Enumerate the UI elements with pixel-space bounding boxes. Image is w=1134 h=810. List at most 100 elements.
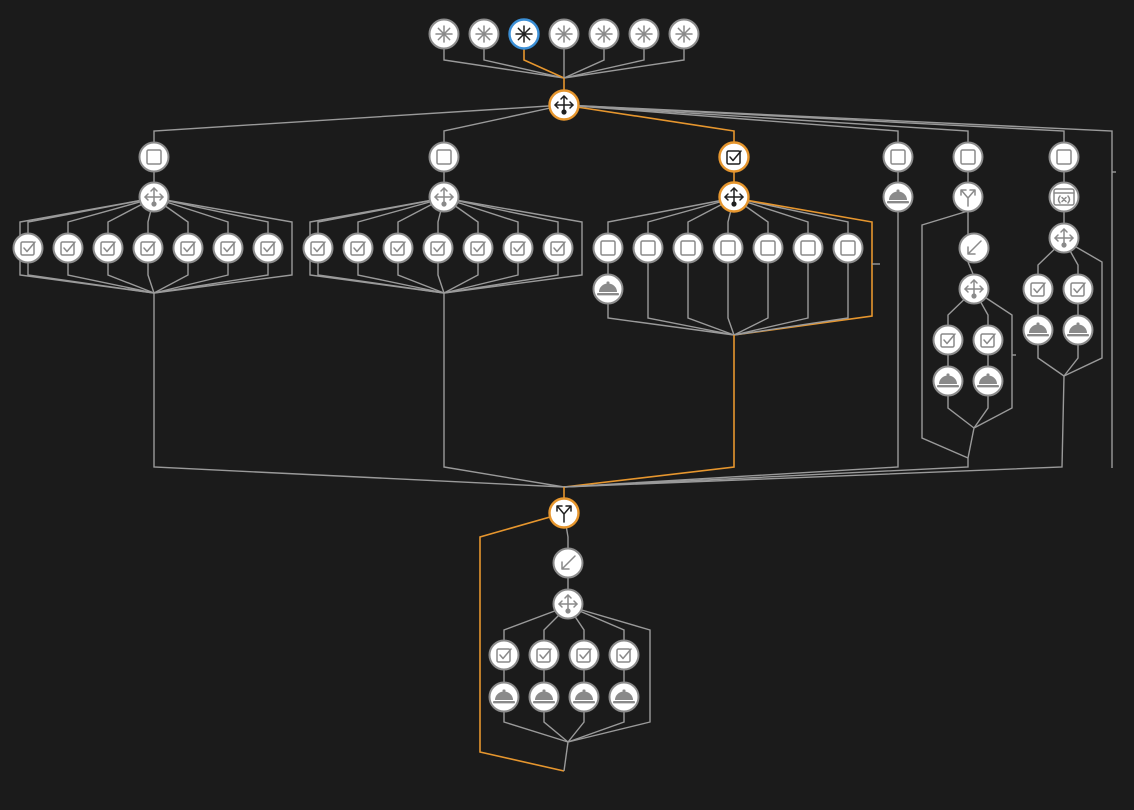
checkbox-node-16[interactable] [12,232,44,264]
checkbox-icon [1070,282,1086,297]
checkbox-node-50[interactable] [1022,273,1054,305]
cloche-node-62[interactable] [528,681,560,713]
square-node-12[interactable] [882,141,914,173]
node-circle [138,141,170,173]
square-node-13[interactable] [952,141,984,173]
move-arrows-node-23[interactable] [428,181,460,213]
checkbox-node-51[interactable] [1062,273,1094,305]
checkbox-node-17[interactable] [52,232,84,264]
cloche-node-39[interactable] [592,273,624,305]
connector-55 [687,197,735,234]
connector-1 [443,48,565,79]
checkbox-node-60[interactable] [608,639,640,671]
move-arrows-node-8[interactable] [548,89,580,121]
checkbox-icon [100,241,116,256]
cloche-icon [533,689,555,704]
node-circle [752,232,784,264]
checkbox-icon [980,333,996,348]
cloche-node-52[interactable] [1022,314,1054,346]
split-arrows-node-41[interactable] [952,181,984,213]
square-node-35[interactable] [712,232,744,264]
connector-58 [733,197,809,234]
checkbox-node-29[interactable] [502,232,534,264]
checkbox-node-28[interactable] [462,232,494,264]
move-arrows-icon [964,279,984,299]
connector-53 [607,197,735,234]
checkbox-icon [470,241,486,256]
checkbox-node-25[interactable] [342,232,374,264]
move-arrows-node-56[interactable] [552,588,584,620]
node-circle [712,232,744,264]
asterisk-node-7[interactable] [668,18,700,50]
node-circle [488,639,520,671]
square-node-9[interactable] [138,141,170,173]
variable-node-48[interactable] [1048,181,1080,213]
node-circle [672,232,704,264]
cloche-icon [977,373,999,388]
checkbox-node-45[interactable] [972,324,1004,356]
square-icon [680,240,696,256]
cloche-node-64[interactable] [608,681,640,713]
checkbox-icon [1030,282,1046,297]
connector-29 [153,262,189,294]
checkbox-node-11[interactable] [718,141,750,173]
cloche-icon [613,689,635,704]
cloche-icon [597,281,619,296]
asterisk-node-5[interactable] [588,18,620,50]
asterisk-node-2[interactable] [468,18,500,50]
asterisk-node-4[interactable] [548,18,580,50]
checkbox-icon [140,241,156,256]
cloche-node-63[interactable] [568,681,600,713]
asterisk-node-1[interactable] [428,18,460,50]
checkbox-node-21[interactable] [212,232,244,264]
connector-105 [567,605,651,743]
node-circle [1048,141,1080,173]
checkbox-node-19[interactable] [132,232,164,264]
arrow-down-left-node-42[interactable] [958,232,990,264]
move-arrows-node-43[interactable] [958,273,990,305]
connector-6 [563,48,645,79]
square-icon [760,240,776,256]
asterisk-node-3[interactable] [508,18,540,50]
checkbox-node-44[interactable] [932,324,964,356]
square-node-37[interactable] [792,232,824,264]
square-node-10[interactable] [428,141,460,173]
square-node-34[interactable] [672,232,704,264]
checkbox-node-18[interactable] [92,232,124,264]
square-node-38[interactable] [832,232,864,264]
connector-13 [563,104,969,142]
square-node-14[interactable] [1048,141,1080,173]
checkbox-node-57[interactable] [488,639,520,671]
cloche-node-46[interactable] [932,365,964,397]
connector-19 [107,197,155,234]
cloche-node-40[interactable] [882,181,914,213]
move-arrows-node-49[interactable] [1048,222,1080,254]
split-arrows-node-54[interactable] [548,497,580,529]
cloche-node-61[interactable] [488,681,520,713]
checkbox-icon [536,648,552,663]
checkbox-node-24[interactable] [302,232,334,264]
node-circle [528,639,560,671]
arrow-down-left-node-55[interactable] [552,547,584,579]
connector-10 [443,104,565,142]
move-arrows-node-15[interactable] [138,181,170,213]
cloche-node-47[interactable] [972,365,1004,397]
move-arrows-node-31[interactable] [718,181,750,213]
square-node-36[interactable] [752,232,784,264]
square-node-33[interactable] [632,232,664,264]
checkbox-node-27[interactable] [422,232,454,264]
checkbox-node-26[interactable] [382,232,414,264]
asterisk-node-6[interactable] [628,18,660,50]
checkbox-node-20[interactable] [172,232,204,264]
cloche-node-53[interactable] [1062,314,1094,346]
checkbox-node-30[interactable] [542,232,574,264]
checkbox-node-22[interactable] [252,232,284,264]
connector-44 [357,262,445,294]
node-circle [252,232,284,264]
connector-113 [567,711,625,743]
square-node-32[interactable] [592,232,624,264]
checkbox-node-59[interactable] [568,639,600,671]
checkbox-node-58[interactable] [528,639,560,671]
